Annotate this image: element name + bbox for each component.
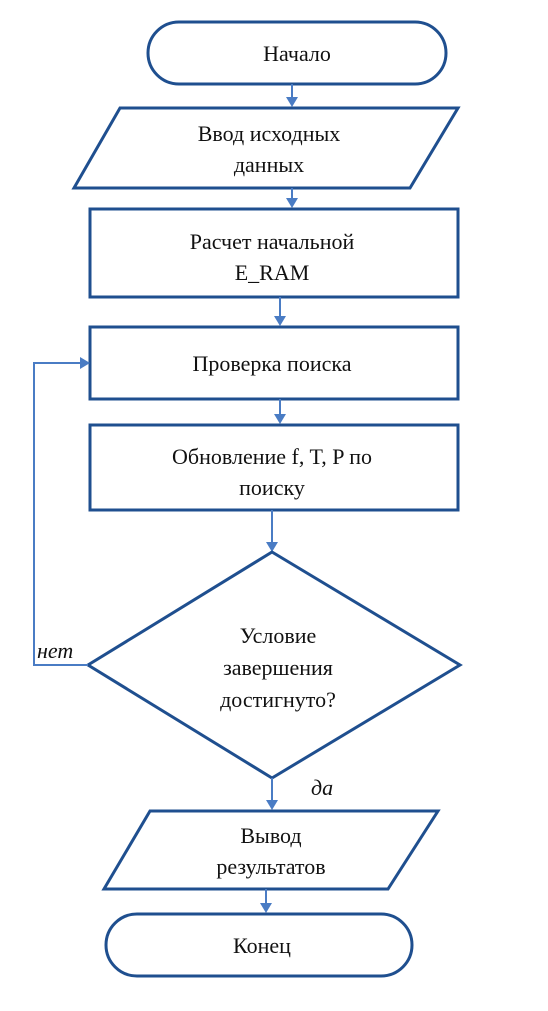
calc-label-line2: E_RAM [235,260,310,285]
start-shape [146,20,448,86]
arrowhead-icon [286,198,298,208]
edge-update-decision [266,510,278,552]
input-label-line2: данных [234,152,304,177]
output-node: Вывод результатов [101,809,441,891]
arrowhead-icon [266,800,278,810]
output-label-line1: Вывод [240,823,301,848]
decision-label-line1: Условие [240,623,317,648]
arrowhead-icon [274,414,286,424]
decision-label-line2: завершения [223,655,333,680]
decision-label-line3: достигнуто? [220,687,336,712]
start-label: Начало [263,41,331,66]
input-label-line1: Ввод исходных [198,121,341,146]
edge-start-input [286,84,298,107]
arrowhead-icon [266,542,278,552]
arrowhead-icon [260,903,272,913]
update-label-line2: поиску [239,475,305,500]
edge-decision-no-loop: нет [33,357,90,666]
update-label-line1: Обновление f, T, P по [172,444,372,469]
output-label-line2: результатов [216,854,325,879]
yes-label: да [311,775,333,800]
calc-label-line1: Расчет начальной [190,229,355,254]
check-shape [88,325,460,401]
edge-input-calc [286,188,298,208]
calc-node: Расчет начальной E_RAM [88,207,460,299]
decision-node: Условие завершения достигнуто? [85,550,463,780]
edge-calc-check [274,297,286,326]
update-shape [88,423,460,512]
check-label: Проверка поиска [193,351,352,376]
start-node: Начало [146,20,448,86]
edge-output-end [260,889,272,913]
update-node: Обновление f, T, P по поиску [88,423,460,512]
edge-decision-yes: да [266,775,333,810]
input-node: Ввод исходных данных [71,106,461,190]
arrowhead-icon [286,97,298,107]
edge-check-update [274,399,286,424]
check-node: Проверка поиска [88,325,460,401]
arrowhead-icon [274,316,286,326]
output-shape [101,809,441,891]
no-label: нет [37,638,73,663]
end-shape [104,912,414,978]
input-shape [71,106,461,190]
end-node: Конец [104,912,414,978]
arrowhead-icon [80,357,90,369]
calc-shape [88,207,460,299]
end-label: Конец [233,933,291,958]
